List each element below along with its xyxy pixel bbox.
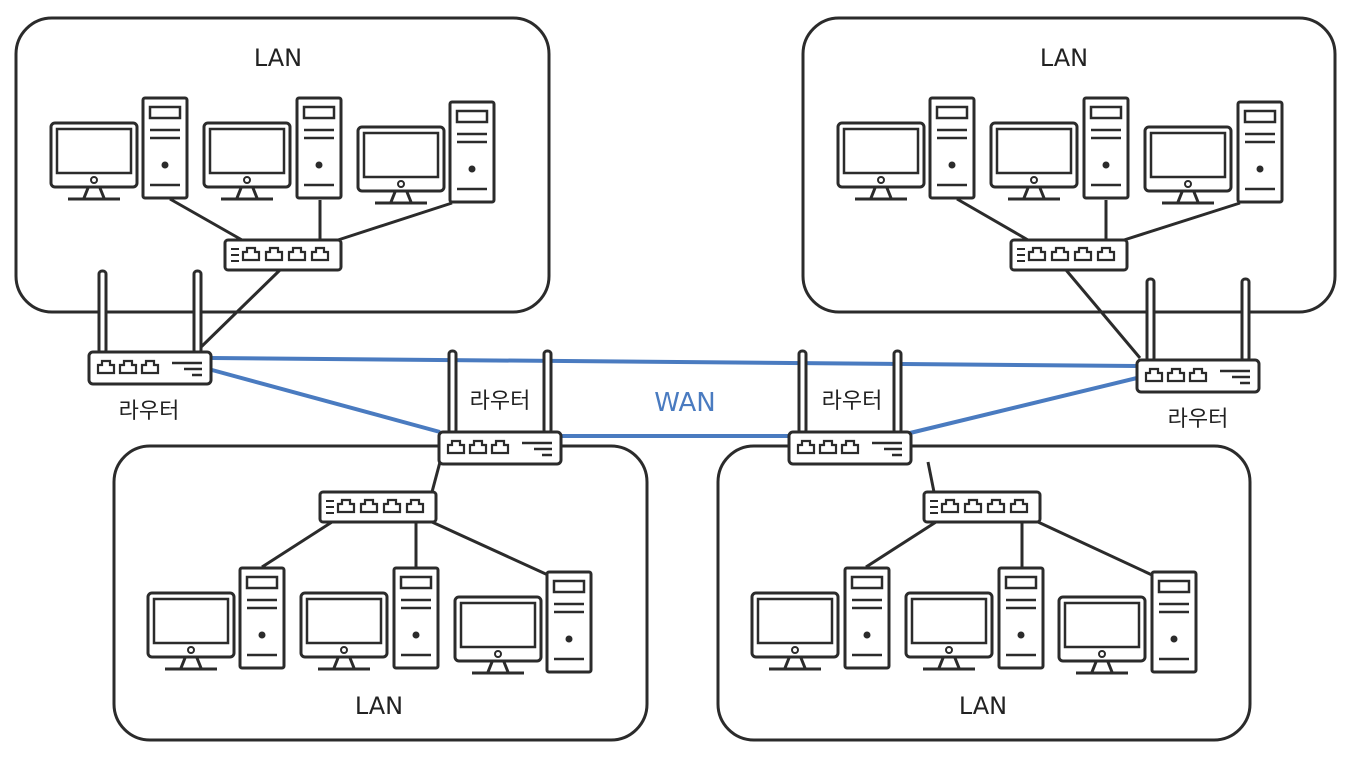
- pc-tower-icon: [1236, 100, 1284, 204]
- monitor-icon: [1143, 125, 1233, 205]
- pc-tower-icon: [295, 96, 343, 200]
- router-label: 라우터: [119, 399, 180, 424]
- switch-icon: [1011, 240, 1127, 270]
- lan-label: LAN: [355, 692, 403, 720]
- lan-label: LAN: [254, 44, 302, 72]
- lan-label: LAN: [959, 692, 1007, 720]
- pc-tower-icon: [448, 100, 496, 204]
- monitor-icon: [989, 121, 1079, 201]
- pc-tower-icon: [392, 566, 440, 670]
- monitor-icon: [750, 591, 840, 671]
- monitor-icon: [904, 591, 994, 671]
- pc-tower-icon: [545, 570, 593, 674]
- monitor-icon: [1057, 595, 1147, 675]
- wan-label: WAN: [654, 388, 716, 418]
- pc-tower-icon: [928, 96, 976, 200]
- lan-cables: [169, 197, 1241, 577]
- pc-tower-icon: [141, 96, 189, 200]
- switch-icon: [225, 240, 341, 270]
- switch-icon: [924, 492, 1040, 522]
- pc-tower-icon: [1082, 96, 1130, 200]
- router-label: 라우터: [822, 389, 883, 414]
- router-label: 라우터: [470, 389, 531, 414]
- pc-tower-icon: [997, 566, 1045, 670]
- wan-links: [211, 356, 1138, 438]
- monitor-icon: [202, 121, 292, 201]
- monitor-icon: [356, 125, 446, 205]
- pc-tower-icon: [238, 566, 286, 670]
- monitor-icon: [49, 121, 139, 201]
- pc-tower-icon: [1150, 570, 1198, 674]
- monitor-icon: [836, 121, 926, 201]
- lan-label: LAN: [1040, 44, 1088, 72]
- router-label: 라우터: [1168, 407, 1229, 432]
- monitor-icon: [453, 595, 543, 675]
- monitor-icon: [146, 591, 236, 671]
- monitor-icon: [299, 591, 389, 671]
- pc-tower-icon: [843, 566, 891, 670]
- switch-icon: [320, 492, 436, 522]
